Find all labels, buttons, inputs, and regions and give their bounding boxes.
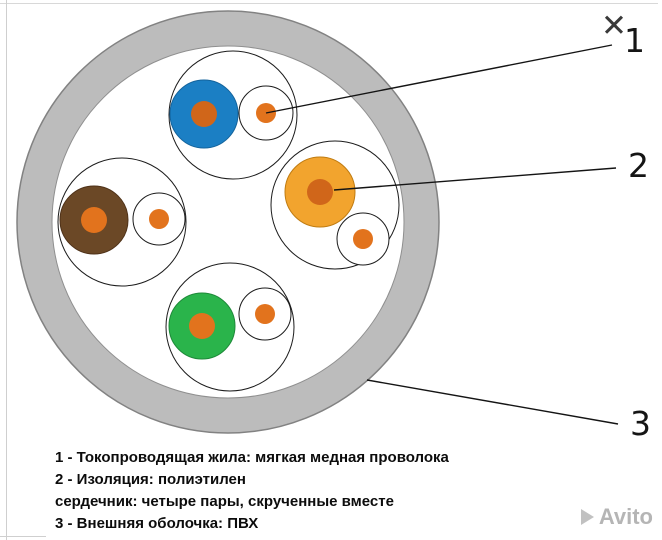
caption-line-3: сердечник: четыре пары, скрученные вмест… (55, 493, 394, 510)
wire-white-right-core (353, 229, 373, 249)
callout-label-2: 2 (628, 146, 649, 185)
avito-logo-icon (580, 509, 594, 525)
callout-label-1: 1 (624, 21, 645, 60)
callout-label-3: 3 (630, 404, 651, 443)
pair-green (165, 262, 295, 392)
pair-brown (57, 157, 187, 287)
wire-white-bottom-core (255, 304, 275, 324)
page-left-border (6, 0, 7, 540)
leader-line-3 (366, 379, 619, 425)
pair-blue (168, 50, 298, 180)
caption-line-4: 3 - Внешняя оболочка: ПВХ (55, 515, 259, 532)
avito-watermark-text: Avito (598, 504, 653, 529)
wire-white-left-core (149, 209, 169, 229)
caption-line-2: 2 - Изоляция: полиэтилен (55, 471, 246, 488)
leader-line-1 (265, 44, 613, 114)
wire-green-core (189, 313, 215, 339)
wire-blue-core (191, 101, 217, 127)
pair-orange (270, 140, 400, 270)
avito-watermark: Avito (580, 504, 653, 530)
page-top-border (0, 3, 658, 4)
leader-line-2 (333, 167, 617, 191)
page-bottom-border (0, 536, 46, 537)
caption-line-1: 1 - Токопроводящая жила: мягкая медная п… (55, 449, 449, 466)
close-icon[interactable]: ✕ (601, 8, 627, 44)
wire-orange-core (307, 179, 333, 205)
cable-inner-area (51, 45, 405, 399)
legend-caption: 1 - Токопроводящая жила: мягкая медная п… (55, 447, 449, 535)
wire-brown-core (81, 207, 107, 233)
